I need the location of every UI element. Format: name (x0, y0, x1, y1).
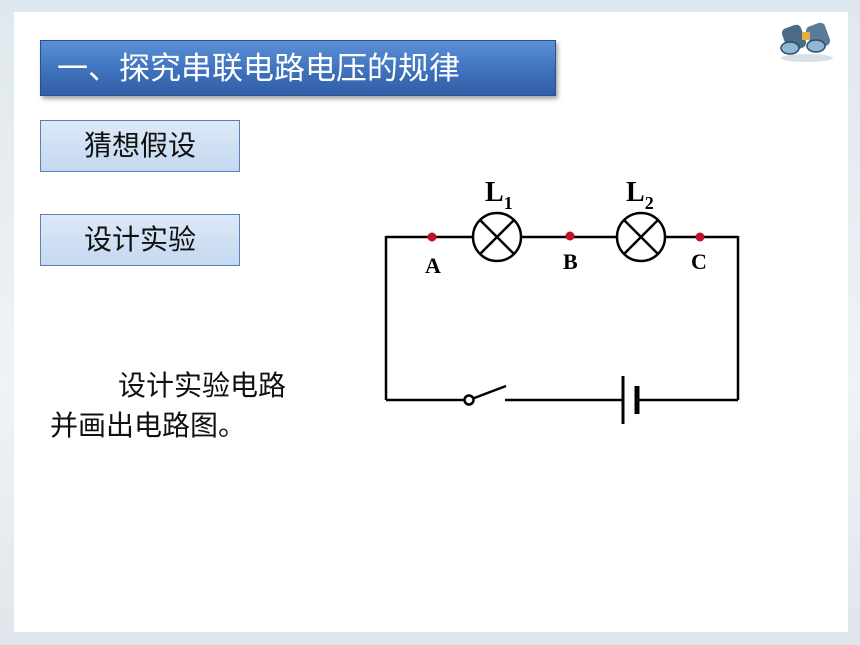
hypothesis-label: 猜想假设 (40, 120, 240, 172)
point-c-label: C (691, 249, 707, 274)
instruction-line-1: 设计实验电路 (118, 369, 287, 402)
point-a-label: A (425, 253, 441, 278)
lamp-l1-letter: L (485, 177, 504, 208)
binoculars-icon (780, 22, 833, 62)
point-c-dot (695, 232, 705, 242)
lamp-l1-label: L1 (485, 177, 513, 213)
point-a-dot (427, 232, 437, 242)
instruction-text: 设计实验电路 并画出电路图。 (50, 366, 340, 446)
lamp-l1-symbol (471, 211, 523, 263)
switch-symbol (463, 384, 507, 406)
lamp-l2-symbol (615, 211, 667, 263)
lamp-l2-subscript: 2 (645, 193, 654, 213)
lamp-l2-letter: L (626, 177, 645, 208)
battery-symbol (621, 376, 640, 424)
point-b-dot (565, 231, 575, 241)
lamp-l2-label: L2 (626, 177, 654, 213)
design-experiment-label: 设计实验 (40, 214, 240, 266)
point-b-label: B (563, 249, 578, 274)
page-title: 一、探究串联电路电压的规律 (40, 40, 556, 96)
lamp-l1-subscript: 1 (504, 193, 513, 213)
slide-area (14, 12, 848, 632)
instruction-line-2: 并画出电路图。 (50, 409, 247, 442)
